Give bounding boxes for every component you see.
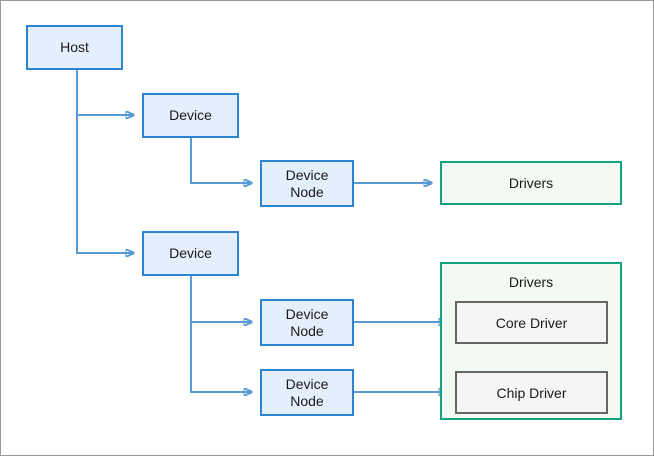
connector-host-to-device-2 [76, 69, 134, 253]
connector-device-1-to-node-1 [190, 137, 252, 183]
node-drivers-simple[interactable]: Drivers [440, 161, 622, 205]
connector-device-2-to-node-2 [190, 275, 252, 322]
connector-device-2-to-node-3 [190, 275, 252, 392]
group-drivers[interactable]: Drivers Core Driver Chip Driver [440, 262, 622, 420]
node-chip-driver[interactable]: Chip Driver [455, 371, 608, 414]
node-host[interactable]: Host [26, 25, 123, 70]
node-core-driver[interactable]: Core Driver [455, 301, 608, 344]
group-drivers-label: Drivers [508, 274, 554, 290]
node-device-1[interactable]: Device [142, 93, 239, 138]
node-device-node-1[interactable]: Device Node [260, 160, 354, 207]
connector-host-to-device-1 [76, 69, 134, 115]
node-device-node-2[interactable]: Device Node [260, 299, 354, 346]
node-device-2[interactable]: Device [142, 231, 239, 276]
node-device-node-3[interactable]: Device Node [260, 369, 354, 416]
